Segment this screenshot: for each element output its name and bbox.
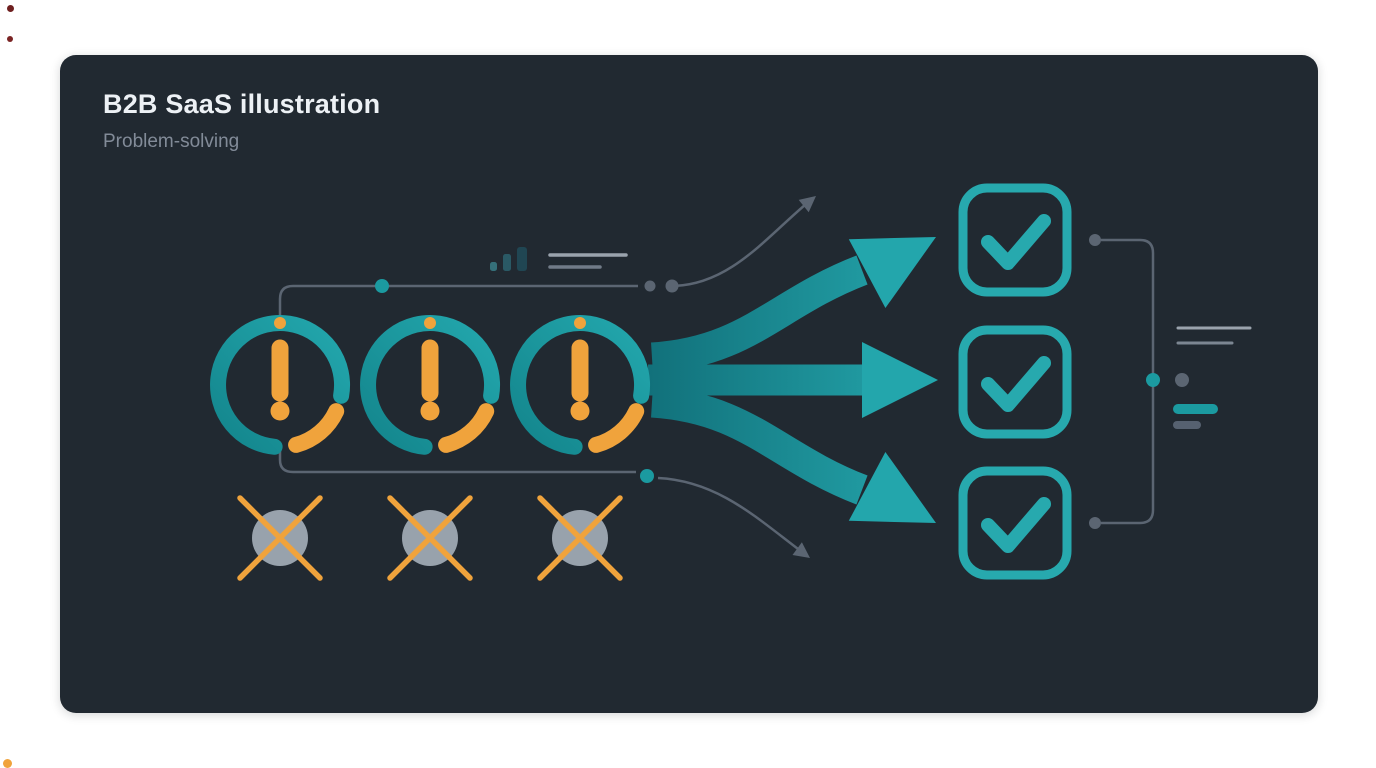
decorative-dot: [3, 759, 12, 768]
gray-bar: [1173, 421, 1201, 429]
text-lines-right: [1173, 326, 1252, 429]
flow-arrows: [648, 237, 938, 523]
warning-icon-1: [218, 317, 342, 447]
teal-node-dot: [1146, 373, 1160, 387]
page-subtitle: Problem-solving: [103, 131, 240, 152]
illustration-card: B2B SaaS illustration Problem-solving: [60, 55, 1318, 713]
check-icon-1: [963, 188, 1067, 292]
connector-top-left: [278, 284, 638, 321]
connector-arrowheads: [792, 196, 816, 558]
connector-curve-bottom: [657, 476, 807, 557]
gray-node-dot: [1175, 373, 1189, 387]
teal-bar: [1173, 404, 1218, 414]
connector-curve-top: [673, 198, 813, 288]
gray-node-dot: [1089, 234, 1101, 246]
bar-chart-icon: [490, 247, 527, 271]
crossed-out-icon-2: [390, 498, 470, 578]
connector-dots: [375, 234, 1160, 529]
illustration-canvas: [60, 55, 1252, 713]
card-header: B2B SaaS illustration Problem-solving: [103, 89, 380, 153]
warning-icon-2: [368, 317, 492, 447]
small-arrowhead-top: [798, 196, 816, 213]
text-lines-top: [548, 253, 628, 269]
gray-node-dot: [644, 280, 656, 292]
decorative-dot: [7, 5, 14, 12]
check-icon-3: [963, 471, 1067, 575]
gray-node-dot: [665, 279, 679, 293]
crossed-out-icon-3: [540, 498, 620, 578]
connector-right: [1101, 238, 1155, 525]
gray-node-dot: [1089, 517, 1101, 529]
small-arrowhead-bottom: [792, 542, 810, 558]
warning-icon-3: [518, 317, 642, 447]
crossed-out-icon-1: [240, 498, 320, 578]
flow-arrow-bottom: [650, 386, 936, 523]
check-icon-2: [963, 330, 1067, 434]
page-title: B2B SaaS illustration: [103, 89, 381, 119]
teal-node-dot: [375, 279, 389, 293]
flow-arrow-middle: [648, 342, 938, 418]
flow-arrow-top: [650, 237, 936, 374]
teal-node-dot: [640, 469, 654, 483]
decorative-dot: [7, 36, 13, 42]
connector-bottom-left: [278, 449, 636, 474]
